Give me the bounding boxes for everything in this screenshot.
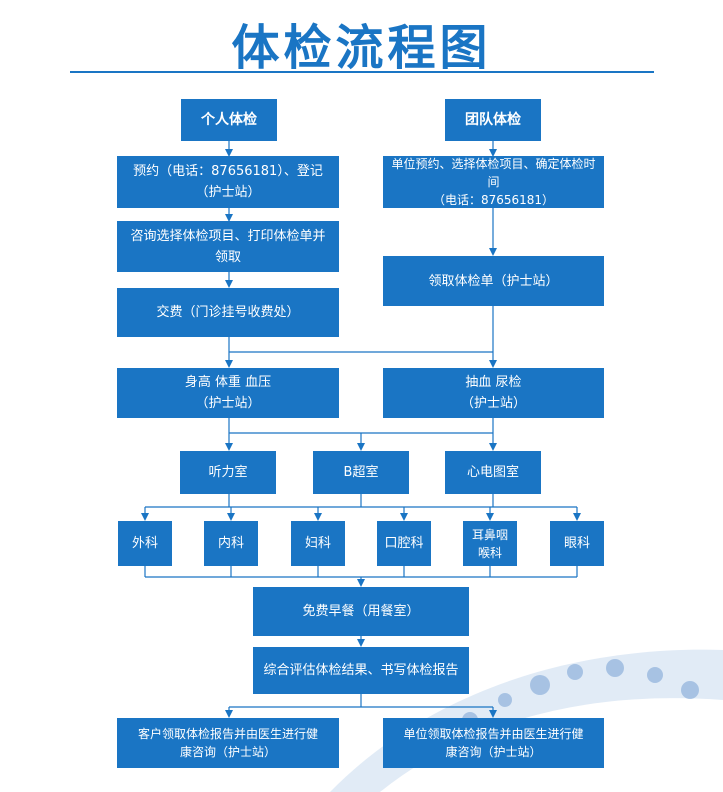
evaluation-report-box: 综合评估体检结果、书写体检报告 [253, 647, 469, 694]
surgery-box: 外科 [118, 521, 172, 566]
ecg-room-box: 心电图室 [445, 451, 541, 494]
ent-box: 耳鼻咽 喉科 [463, 521, 517, 566]
team-checkup-box: 团队体检 [445, 99, 541, 141]
unit-report-box: 单位领取体检报告并由医生进行健 康咨询（护士站） [383, 718, 604, 768]
free-breakfast-box: 免费早餐（用餐室） [253, 587, 469, 636]
consult-select-box: 咨询选择体检项目、打印体检单并 领取 [117, 221, 339, 272]
personal-checkup-box: 个人体检 [181, 99, 277, 141]
page-title: 体检流程图 [231, 20, 492, 76]
height-weight-bp-box: 身高 体重 血压 （护士站） [117, 368, 339, 418]
payment-box: 交费（门诊挂号收费处） [117, 288, 339, 337]
internal-medicine-box: 内科 [204, 521, 258, 566]
team-receive-form-box: 领取体检单（护士站） [383, 256, 604, 306]
b-ultrasound-room-box: B超室 [313, 451, 409, 494]
ophthalmology-box: 眼科 [550, 521, 604, 566]
client-report-box: 客户领取体检报告并由医生进行健 康咨询（护士站） [117, 718, 339, 768]
blood-urine-box: 抽血 尿检 （护士站） [383, 368, 604, 418]
title-underline [70, 71, 654, 73]
gynecology-box: 妇科 [291, 521, 345, 566]
dental-box: 口腔科 [377, 521, 431, 566]
hearing-room-box: 听力室 [180, 451, 276, 494]
team-appointment-box: 单位预约、选择体检项目、确定体检时间 （电话：87656181） [383, 156, 604, 208]
personal-appointment-box: 预约（电话：87656181）、登记 （护士站） [117, 156, 339, 208]
